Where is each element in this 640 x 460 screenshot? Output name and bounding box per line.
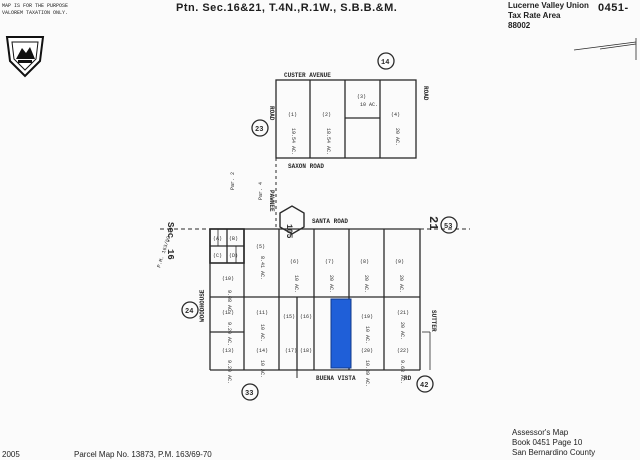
circle-14-label: 14: [381, 59, 389, 67]
taxation-note-line2: VALOREM TAXATION ONLY.: [2, 10, 69, 16]
svg-text:(5): (5): [256, 244, 265, 250]
road-left-upper: ROAD: [268, 106, 275, 121]
svg-text:9.20 AC.: 9.20 AC.: [226, 322, 232, 346]
tax-area-code: 88002: [508, 21, 531, 30]
circle-33-label: 33: [245, 390, 253, 398]
svg-text:20 AC.: 20 AC.: [394, 128, 400, 146]
parcel-par2: Par. 2: [230, 172, 236, 190]
svg-text:(10): (10): [222, 276, 234, 282]
tax-area-label: Tax Rate Area: [508, 11, 561, 20]
book-reference: 0451-: [598, 2, 629, 14]
svg-text:10 AC.: 10 AC.: [259, 360, 265, 378]
section-16-label: Sec. 16: [165, 222, 175, 260]
assessor-county: San Bernardino County: [512, 448, 596, 457]
taxation-note-line1: MAP IS FOR THE PURPOSE: [2, 3, 69, 9]
map-title: Ptn. Sec.16&21, T.4N.,R.1W., S.B.B.&M.: [176, 2, 398, 14]
svg-text:20 AC.: 20 AC.: [399, 322, 405, 340]
county-seal-icon: [5, 36, 45, 78]
circle-24-label: 24: [185, 308, 193, 316]
road-right-upper: ROAD: [422, 86, 429, 101]
svg-text:20 AC.: 20 AC.: [328, 275, 334, 293]
assessor-book-page: Book 0451 Page 10: [512, 438, 583, 447]
svg-text:(14): (14): [256, 348, 268, 354]
parcel-par4: Par. 4: [258, 182, 264, 200]
circle-23-label: 23: [255, 126, 263, 134]
svg-text:19.54 AC.: 19.54 AC.: [290, 128, 296, 155]
svg-text:(1): (1): [288, 112, 297, 118]
svg-text:(9): (9): [395, 259, 404, 265]
road-sutter: SUTTER: [430, 310, 437, 332]
svg-text:(7): (7): [325, 259, 334, 265]
svg-text:(4): (4): [391, 112, 400, 118]
svg-text:(B): (B): [229, 236, 238, 242]
road-pawnee: PAWNEE: [268, 190, 275, 212]
road-custer: CUSTER AVENUE: [284, 72, 331, 79]
svg-text:9.20 AC.: 9.20 AC.: [226, 360, 232, 384]
svg-text:(20): (20): [361, 348, 373, 354]
road-buena-vista: BUENA VISTA: [316, 375, 356, 382]
circle-42-label: 42: [420, 382, 428, 390]
book-105-label: 105: [284, 224, 293, 239]
map-year: 2005: [2, 450, 20, 459]
svg-text:10 AC.: 10 AC.: [293, 275, 299, 293]
svg-text:(12): (12): [222, 310, 234, 316]
svg-text:10 AC.: 10 AC.: [259, 324, 265, 342]
road-santa: SANTA ROAD: [312, 218, 348, 225]
tax-area-block: Lucerne Valley Union Tax Rate Area 88002: [508, 1, 589, 31]
svg-text:8.41 AC.: 8.41 AC.: [259, 256, 265, 280]
road-saxon: SAXON ROAD: [288, 163, 324, 170]
taxation-note: MAP IS FOR THE PURPOSE VALOREM TAXATION …: [2, 3, 68, 17]
svg-text:20 AC.: 20 AC.: [363, 275, 369, 293]
svg-text:(D): (D): [229, 253, 238, 259]
svg-text:10.39 AC.: 10.39 AC.: [364, 360, 370, 387]
road-woodhouse: WOODHOUSE: [199, 289, 206, 322]
svg-text:(6): (6): [290, 259, 299, 265]
section-21-label: 21: [426, 216, 440, 230]
svg-text:(19): (19): [361, 314, 373, 320]
assessor-block: Assessor's Map Book 0451 Page 10 San Ber…: [512, 428, 595, 458]
assessor-title: Assessor's Map: [512, 428, 569, 437]
tax-area-district: Lucerne Valley Union: [508, 1, 589, 10]
svg-text:(16): (16): [300, 314, 312, 320]
svg-text:9.63 AC.: 9.63 AC.: [399, 360, 405, 384]
svg-text:(A): (A): [213, 236, 222, 242]
svg-text:(2): (2): [322, 112, 331, 118]
svg-text:(17): (17): [285, 348, 297, 354]
parcel-map-reference: Parcel Map No. 13873, P.M. 163/69-70: [74, 450, 212, 459]
circle-53-label: 53: [444, 223, 452, 231]
svg-text:10 AC.: 10 AC.: [364, 326, 370, 344]
svg-text:(21): (21): [397, 310, 409, 316]
svg-text:(18): (18): [300, 348, 312, 354]
svg-text:20 AC.: 20 AC.: [398, 275, 404, 293]
svg-text:10 AC.: 10 AC.: [360, 102, 378, 108]
svg-text:(3): (3): [357, 94, 366, 100]
svg-text:(8): (8): [360, 259, 369, 265]
svg-text:(13): (13): [222, 348, 234, 354]
highlighted-parcel: [330, 298, 352, 369]
svg-text:(C): (C): [213, 253, 222, 259]
svg-text:(22): (22): [397, 348, 409, 354]
road-rd: RD: [404, 375, 412, 382]
svg-text:9.08 AC.: 9.08 AC.: [226, 290, 232, 314]
svg-text:(15): (15): [283, 314, 295, 320]
svg-text:18.54 AC.: 18.54 AC.: [325, 128, 331, 155]
svg-text:(11): (11): [256, 310, 268, 316]
